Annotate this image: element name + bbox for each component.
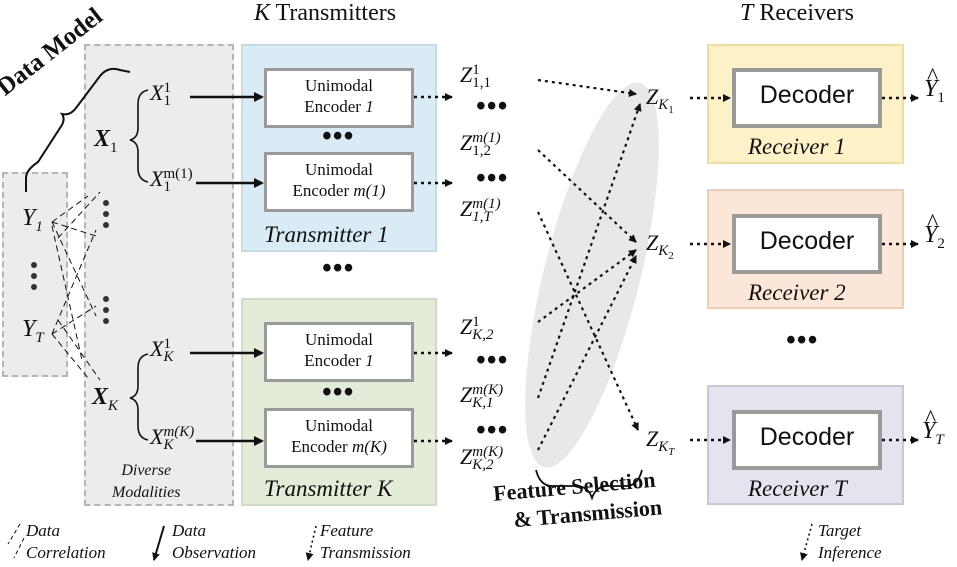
legend-data-observation: Data Observation [172, 521, 257, 562]
output-y1: Y^1 [924, 64, 945, 106]
legend-icons [7, 523, 813, 561]
xk-label: XK [92, 384, 119, 414]
correlation-lines [51, 191, 101, 381]
feature-dots-1: ••• [476, 91, 509, 122]
receiver-t-decoder: Decoder [732, 410, 882, 470]
data-model-brace [25, 67, 131, 192]
receiver-2-title: Receiver 2 [748, 280, 846, 305]
modality-vdots-2 [103, 296, 109, 329]
modality-vdots-1 [103, 200, 109, 233]
brace-x1 [129, 89, 149, 183]
y1-label: Y1 [22, 205, 43, 235]
aggregated-zt: ZKT [646, 426, 675, 459]
receiver-1-decoder: Decoder [732, 68, 882, 128]
transmitter-dots: ••• [322, 253, 355, 284]
transmitter-k-encoder-1: Unimodal Encoder 1 [264, 322, 414, 382]
transmitter-k-title: Transmitter K [264, 476, 393, 501]
receiver-dots: ••• [786, 325, 819, 356]
aggregated-z2: ZK2 [646, 230, 674, 263]
modalities-box [84, 44, 234, 506]
transmitter-1-encoder-dots: ••• [322, 121, 355, 152]
aggregated-z1: ZK1 [646, 84, 674, 117]
feature-dots-3: ••• [476, 345, 509, 376]
receiver-1-title: Receiver 1 [748, 134, 846, 159]
legend-data-correlation: Data Correlation [26, 521, 106, 562]
output-y2: Y^2 [924, 210, 945, 252]
legend-target-inference: Target Inference [818, 521, 882, 562]
receivers-header: T Receivers [740, 0, 854, 26]
transmitter-1-encoder-m: Unimodal Encoder m(1) [264, 152, 414, 212]
feature-dots-4: ••• [476, 415, 509, 446]
transmitters-header: K Transmitters [254, 0, 397, 26]
y-vdots [31, 262, 37, 295]
x1-label: X1 [94, 126, 118, 156]
transmitter-k-encoder-m: Unimodal Encoder m(K) [264, 408, 414, 468]
selection-ellipse [525, 82, 659, 468]
transmitter-1-encoder-1: Unimodal Encoder 1 [264, 68, 414, 128]
legend-feature-transmission: Feature Transmission [320, 521, 411, 562]
brace-xk [129, 353, 149, 441]
transmitter-k-encoder-dots: ••• [322, 377, 355, 408]
receiver-t-title: Receiver T [748, 476, 847, 501]
feature-dots-2: ••• [476, 163, 509, 194]
receiver-2-decoder: Decoder [732, 214, 882, 274]
output-yt: Y^T [922, 406, 944, 448]
modalities-caption: Diverse Modalities [112, 462, 181, 501]
yt-label: YT [22, 316, 44, 346]
transmitter-1-title: Transmitter 1 [264, 222, 389, 247]
selection-brace [535, 469, 643, 501]
